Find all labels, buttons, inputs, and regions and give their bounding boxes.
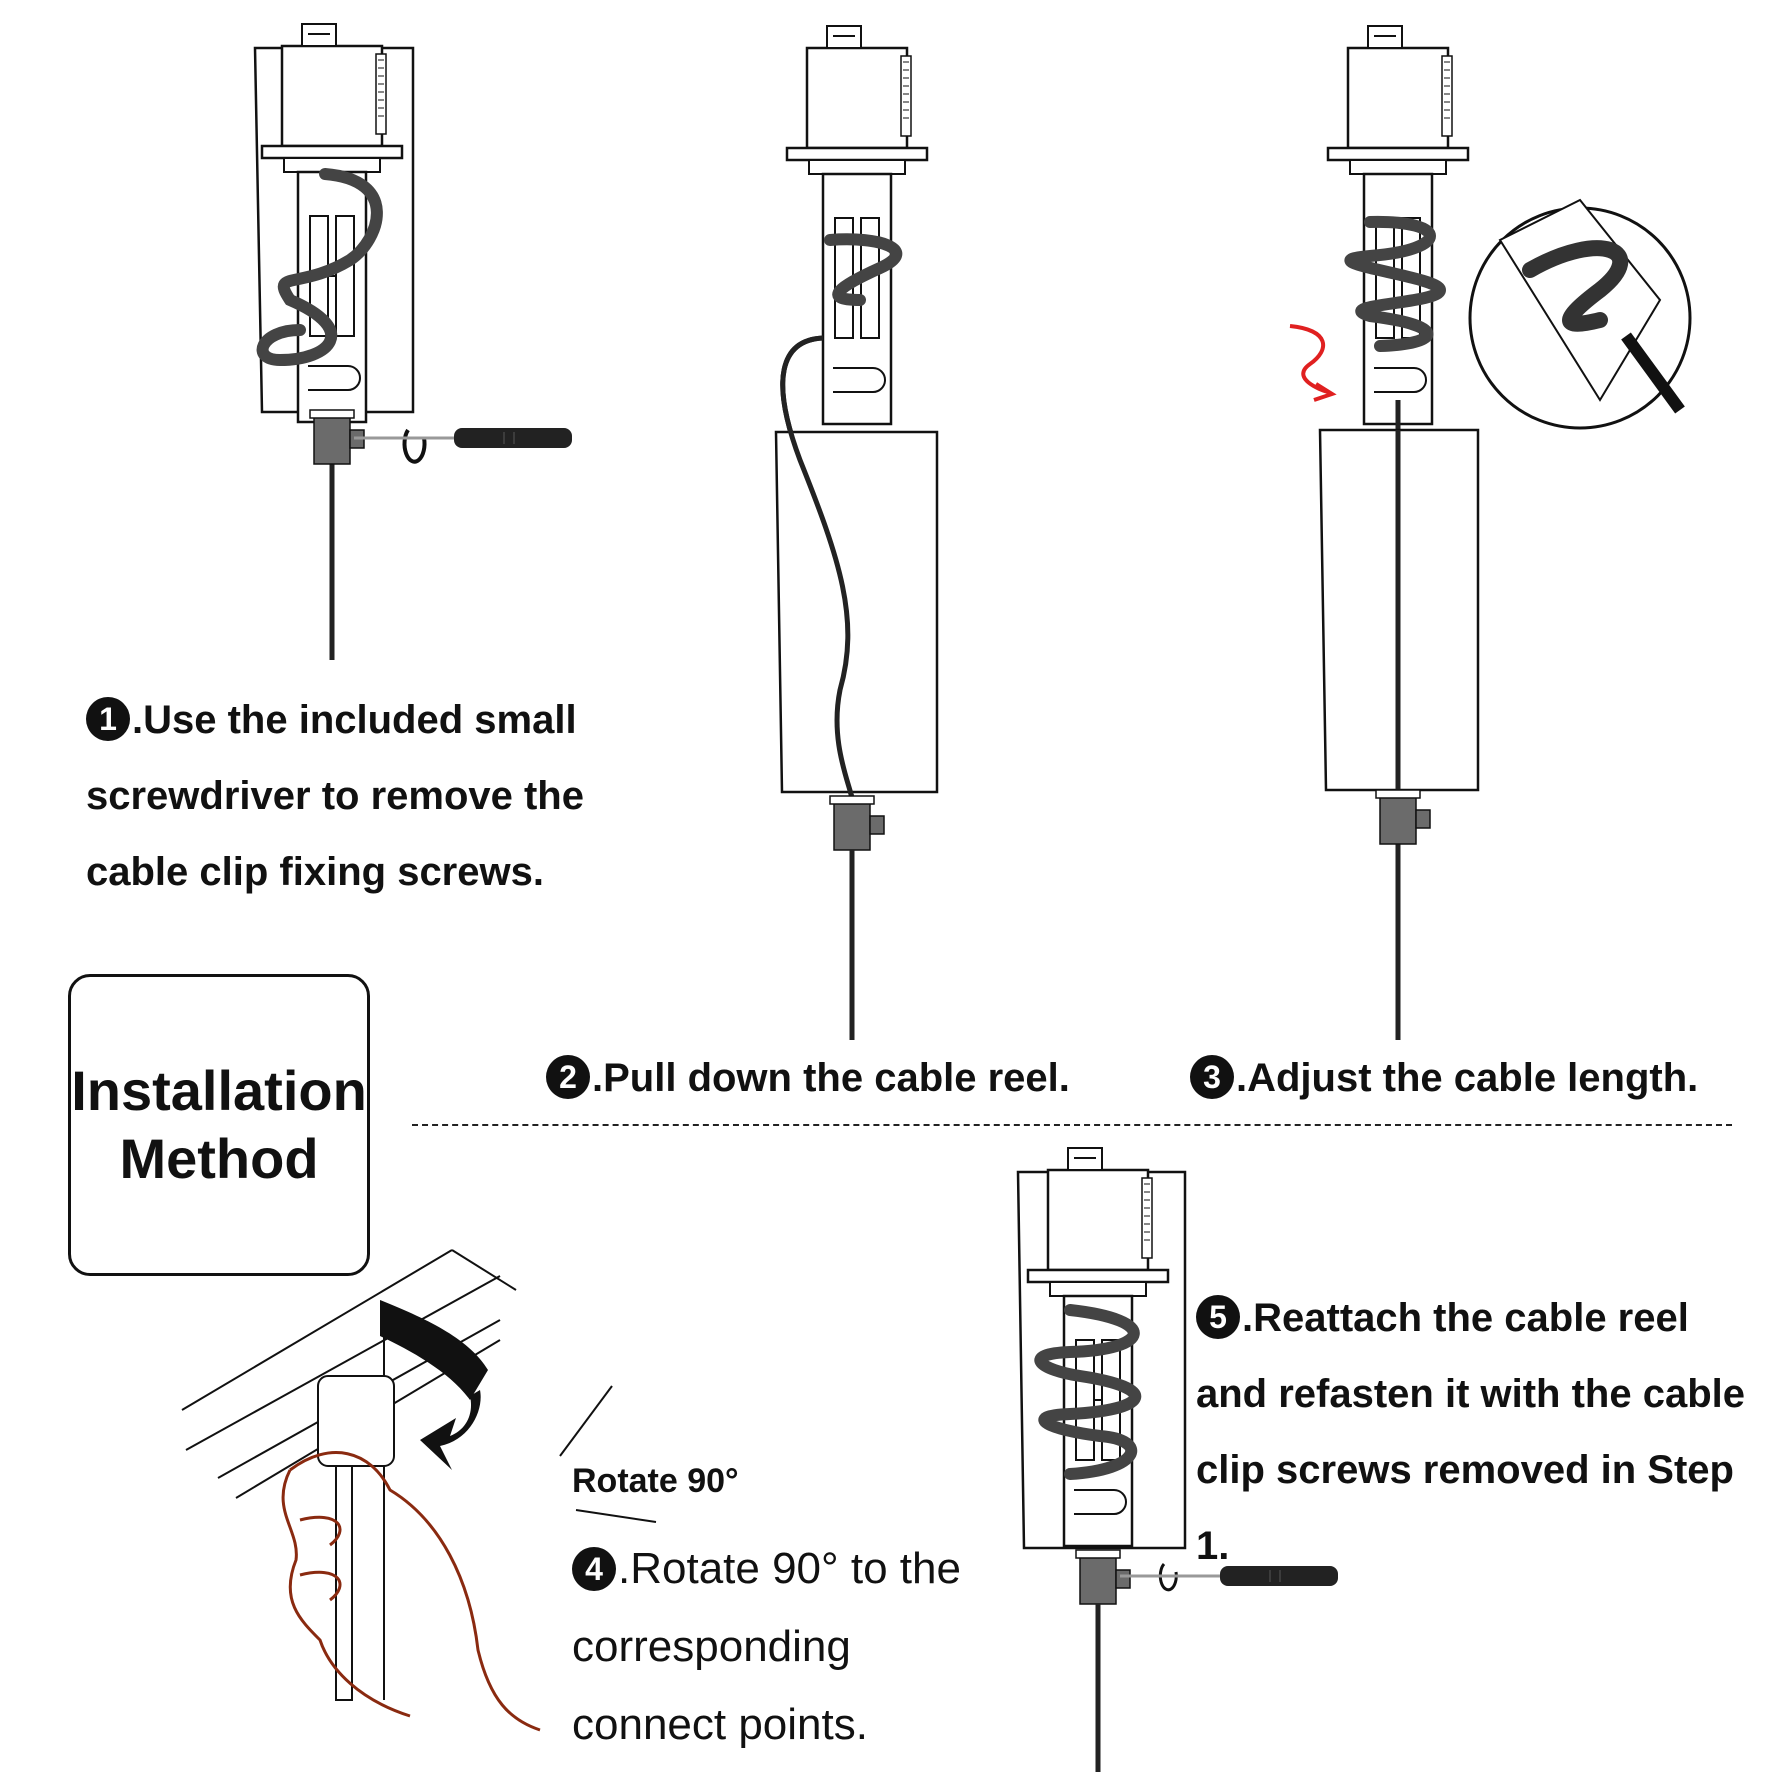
step3-instruction: .Adjust the cable length. [1236, 1056, 1699, 1100]
step5-text: 5.Reattach the cable reel and refasten i… [1196, 1280, 1766, 1584]
step2-instruction: .Pull down the cable reel. [592, 1056, 1070, 1100]
step5-instruction: .Reattach the cable reel and refasten it… [1196, 1296, 1746, 1568]
title-line2: Method [119, 1127, 319, 1190]
section-divider [412, 1124, 1732, 1126]
title-line1: Installation [71, 1059, 367, 1122]
step3-number-badge: 3 [1190, 1055, 1234, 1099]
step5-figure [1016, 1146, 1340, 1772]
step4-number-badge: 4 [572, 1547, 616, 1591]
step3-text: 3.Adjust the cable length. [1190, 1040, 1698, 1116]
step1-instruction: .Use the included small screwdriver to r… [86, 698, 584, 894]
step1-figure [253, 22, 574, 660]
step1-number-badge: 1 [86, 697, 130, 741]
step4-instruction: .Rotate 90° to the corresponding connect… [572, 1544, 961, 1749]
step4-text: 4.Rotate 90° to the corresponding connec… [572, 1530, 1002, 1764]
step3-figure [1289, 24, 1692, 1040]
rotate-label: Rotate 90° [572, 1462, 739, 1500]
title-box: Installation Method [68, 974, 370, 1276]
step2-figure [774, 24, 939, 1040]
step2-number-badge: 2 [546, 1055, 590, 1099]
step5-number-badge: 5 [1196, 1295, 1240, 1339]
step1-text: 1.Use the included small screwdriver to … [86, 682, 626, 910]
step4-figure [181, 1249, 657, 1732]
step2-text: 2.Pull down the cable reel. [546, 1040, 1070, 1116]
